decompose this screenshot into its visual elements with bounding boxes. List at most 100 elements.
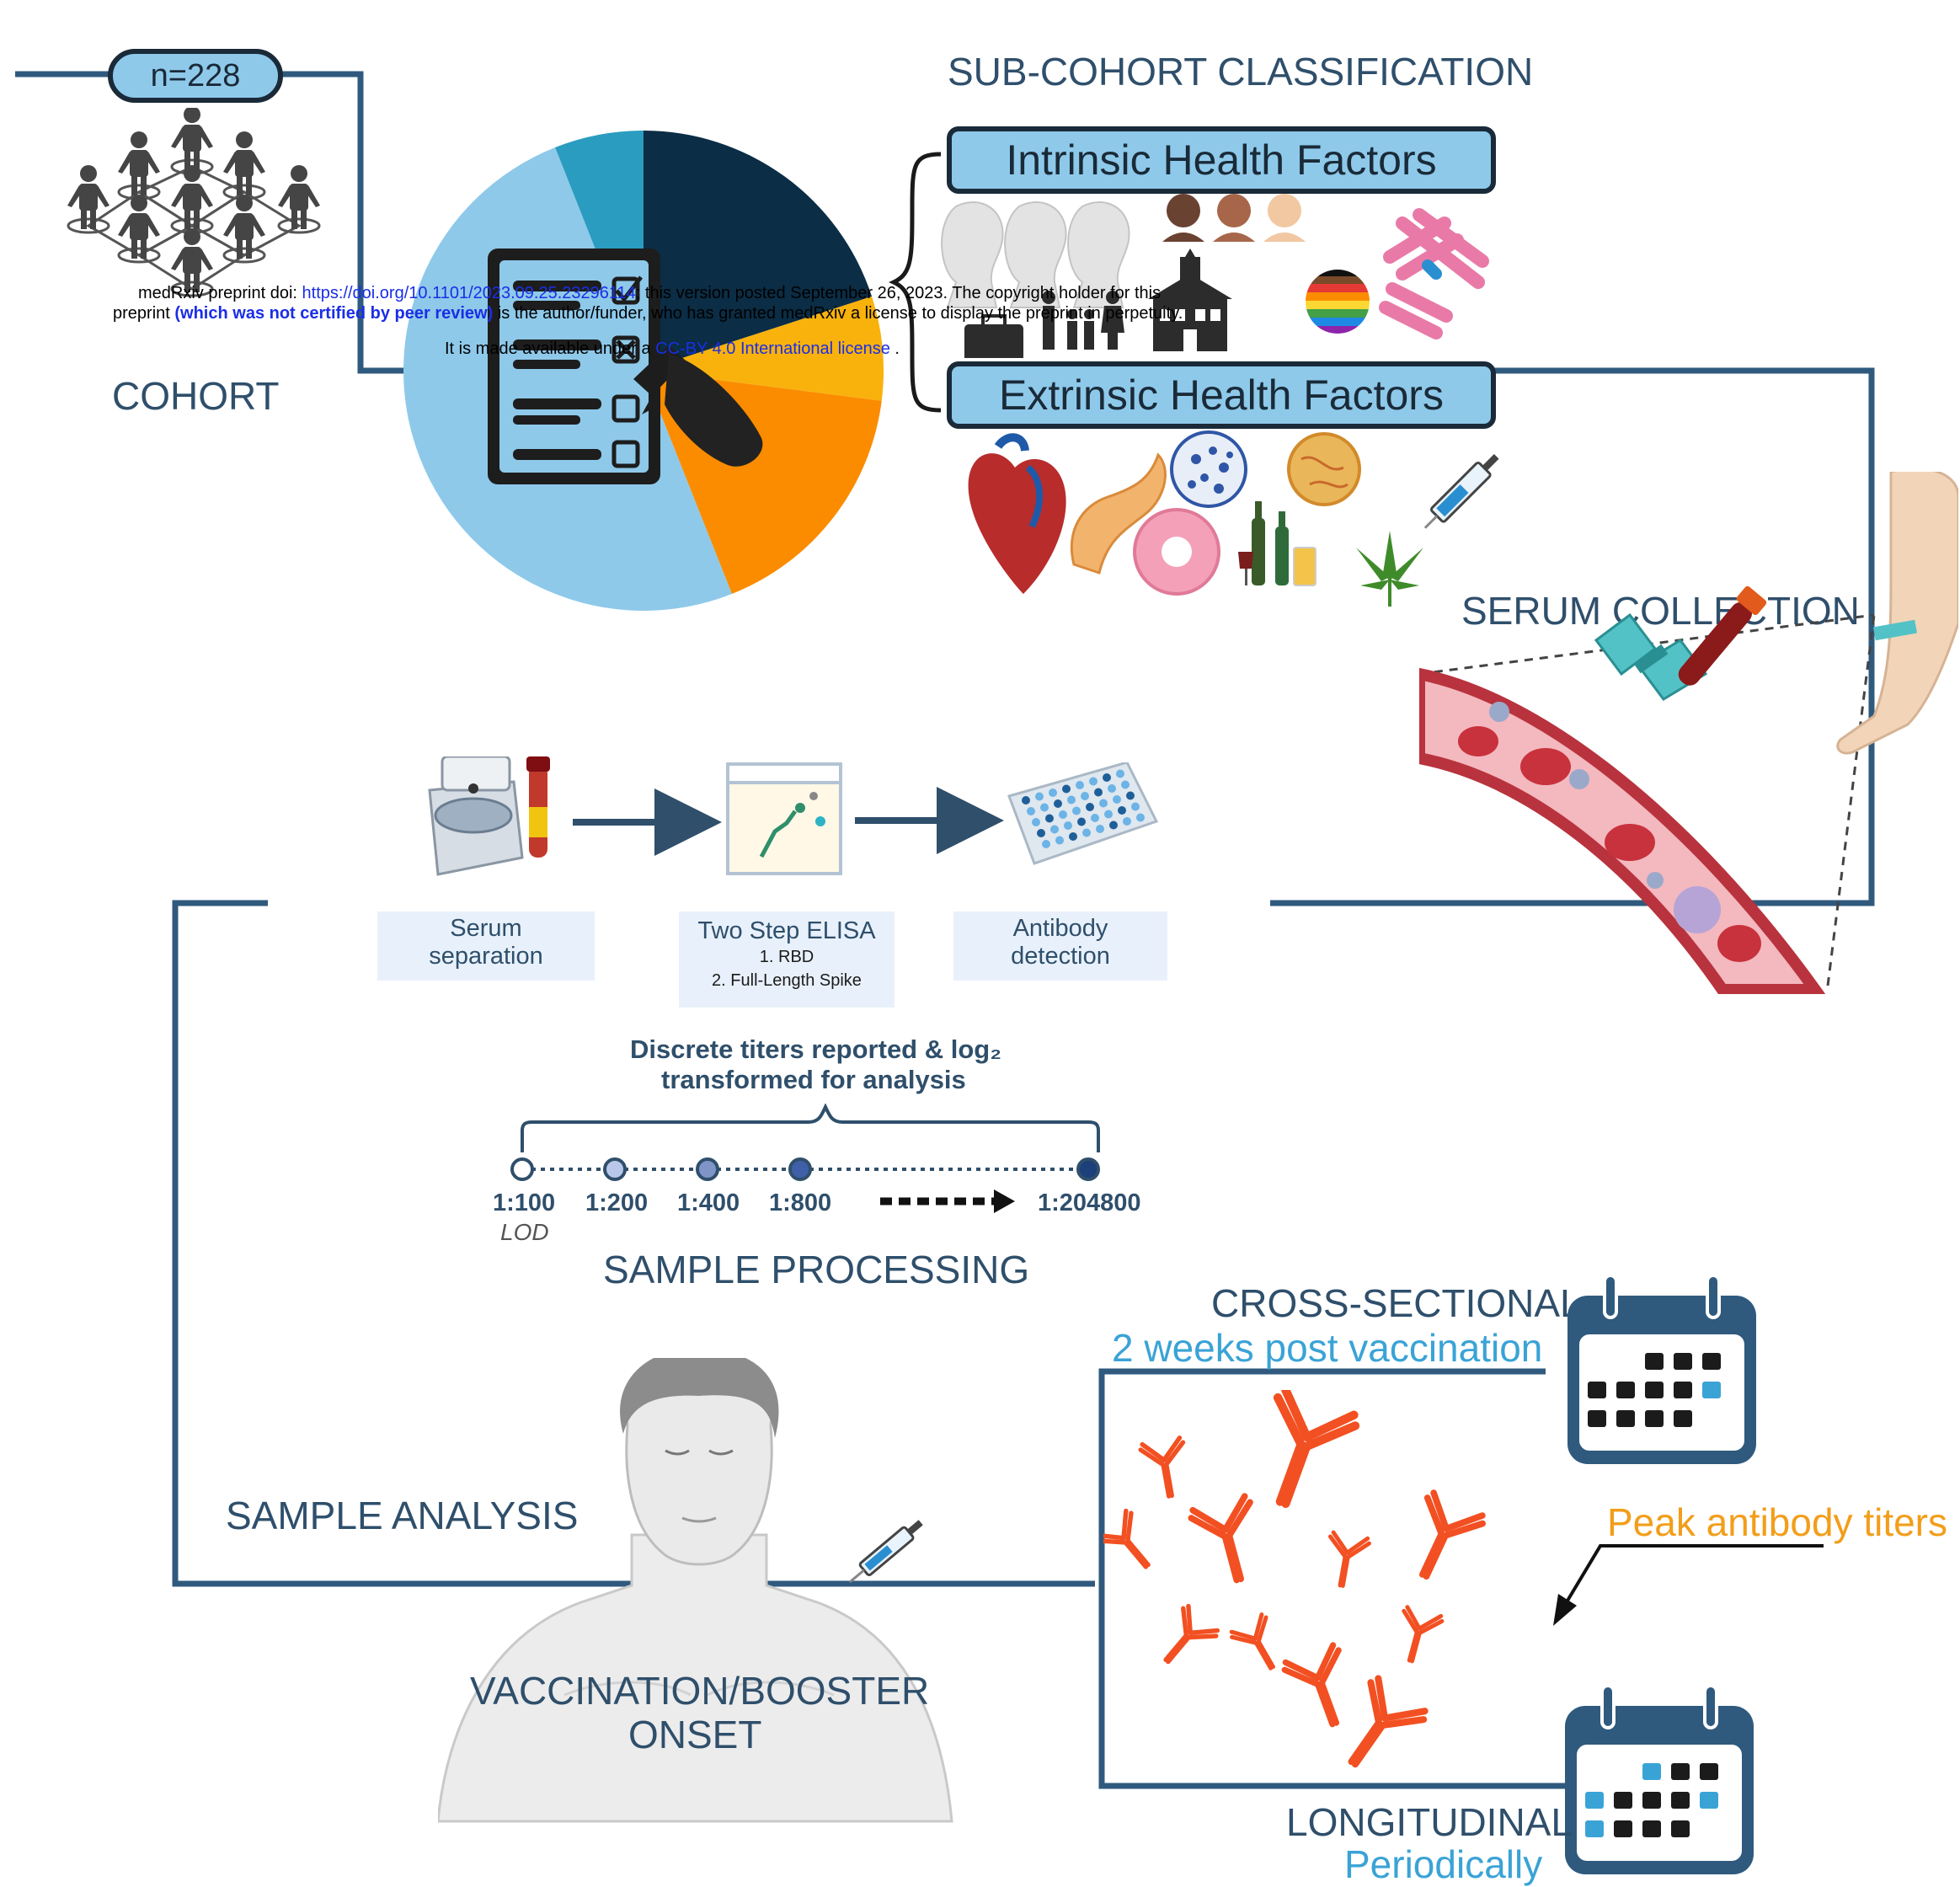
elisa-well-icon bbox=[726, 762, 842, 875]
titer-note-line1: Discrete titers reported & log₂ bbox=[630, 1034, 1001, 1064]
antibody-icon-5 bbox=[1103, 1508, 1151, 1569]
cohort-count-pill: n=228 bbox=[108, 49, 283, 103]
lgbtq-flag-icon bbox=[1306, 270, 1370, 334]
blood-draw-illustration bbox=[1419, 472, 1958, 994]
syringe-icon bbox=[1423, 454, 1499, 529]
titer-dot-3 bbox=[696, 1157, 719, 1181]
step-serum-label-2: separation bbox=[429, 943, 543, 970]
antibody-icon-3 bbox=[1188, 1493, 1253, 1584]
titer-label-5: 1:204800 bbox=[1038, 1189, 1141, 1216]
antibody-icon-9 bbox=[1281, 1642, 1342, 1728]
cells-icon bbox=[1170, 430, 1247, 508]
step-elisa-label: Two Step ELISA bbox=[697, 917, 876, 944]
blood-tube-icon bbox=[1678, 585, 1767, 686]
step-serum-label-1: Serum bbox=[450, 915, 522, 942]
heart-icon bbox=[968, 433, 1066, 594]
vaccine-syringe-icon bbox=[848, 1520, 923, 1584]
alcohol-icon bbox=[1238, 501, 1316, 586]
well-plate-icon bbox=[1007, 762, 1159, 865]
cohort-count-label: n=228 bbox=[150, 57, 241, 94]
notice-line2-bold: (which was not certified by peer review) bbox=[174, 304, 494, 323]
titer-label-3: 1:400 bbox=[677, 1189, 740, 1216]
antibody-field bbox=[1103, 1390, 1487, 1768]
peak-arrow bbox=[1553, 1544, 1824, 1626]
vaccination-line1: VACCINATION/BOOSTER bbox=[470, 1669, 930, 1713]
titer-scale bbox=[510, 1104, 1100, 1213]
vaccination-line2: ONSET bbox=[628, 1713, 762, 1756]
antibody-icon-6 bbox=[1327, 1530, 1371, 1588]
cohort-people-icon bbox=[67, 108, 321, 297]
titer-label-2: 1:200 bbox=[585, 1189, 649, 1216]
step-serum-separation: Serum separation bbox=[377, 911, 595, 981]
step-elisa-sub1: 1. RBD bbox=[759, 948, 814, 966]
titer-dot-4 bbox=[788, 1157, 812, 1181]
titer-continue-arrow bbox=[880, 1189, 1015, 1213]
notice-line3-b: . bbox=[889, 339, 900, 358]
longitudinal-sub: Periodically bbox=[1344, 1842, 1543, 1886]
school-icon bbox=[1148, 249, 1232, 351]
step-elisa: Two Step ELISA 1. RBD 2. Full-Length Spi… bbox=[679, 911, 895, 1008]
checklist-icon bbox=[488, 249, 660, 484]
butterfly-needle-icon bbox=[1594, 612, 1708, 701]
intrinsic-factors-icons bbox=[941, 194, 1489, 358]
preprint-notice-line2: preprint (which was not certified by pee… bbox=[113, 304, 1183, 323]
cohort-title: COHORT bbox=[112, 374, 280, 418]
notice-line3-a: It is made available under a bbox=[445, 339, 656, 358]
pie-slice-1 bbox=[644, 131, 873, 371]
family-icon bbox=[1042, 291, 1124, 350]
step-antibody-label-1: Antibody bbox=[1012, 915, 1108, 942]
notice-line2-b: is the author/funder, who has granted me… bbox=[493, 304, 1183, 323]
virus-icon bbox=[1287, 432, 1361, 506]
lod-label: LOD bbox=[500, 1219, 549, 1245]
notice-line1-a: medRxiv preprint doi: bbox=[138, 284, 302, 302]
person-bust-illustration bbox=[438, 1358, 953, 1823]
cross-sectional-title: CROSS-SECTIONAL bbox=[1211, 1281, 1582, 1325]
serum-collection-title: SERUM COLLECTION bbox=[1461, 589, 1860, 633]
antibody-icon-10 bbox=[1402, 1605, 1445, 1664]
antibody-icon-7 bbox=[1163, 1603, 1220, 1665]
arm-icon bbox=[1836, 472, 1958, 755]
longitudinal-title: LONGITUDINAL bbox=[1286, 1800, 1573, 1844]
cross-sectional-sub: 2 weeks post vaccination bbox=[1112, 1326, 1543, 1370]
cannabis-icon bbox=[1356, 531, 1423, 607]
antibody-icon-11 bbox=[1348, 1675, 1429, 1768]
step-elisa-sub2: 2. Full-Length Spike bbox=[712, 971, 862, 990]
step-antibody-detection: Antibody detection bbox=[953, 911, 1167, 981]
centrifuge-icon bbox=[428, 756, 550, 876]
peak-antibody-label: Peak antibody titers bbox=[1607, 1500, 1948, 1544]
classification-title: SUB-COHORT CLASSIFICATION bbox=[948, 50, 1534, 94]
titer-label-4: 1:800 bbox=[769, 1189, 832, 1216]
extrinsic-factors-pill: Extrinsic Health Factors bbox=[947, 361, 1496, 429]
intrinsic-factors-label: Intrinsic Health Factors bbox=[1006, 136, 1437, 184]
antibody-icon-4 bbox=[1418, 1489, 1487, 1580]
antibody-icon-1 bbox=[1273, 1390, 1360, 1509]
preprint-notice-line1: medRxiv preprint doi: https://doi.org/10… bbox=[138, 284, 1161, 303]
sample-analysis-title: SAMPLE ANALYSIS bbox=[226, 1494, 579, 1537]
preprint-notice-line3: It is made available under a CC-BY 4.0 I… bbox=[445, 339, 900, 359]
titer-label-1: 1:100 bbox=[493, 1189, 556, 1216]
intrinsic-factors-pill: Intrinsic Health Factors bbox=[947, 126, 1496, 194]
ethnicity-icon bbox=[1162, 194, 1306, 242]
process-arrows bbox=[573, 787, 1004, 856]
titer-note-line2: transformed for analysis bbox=[661, 1065, 966, 1094]
doi-link[interactable]: https://doi.org/10.1101/2023.09.25.23296… bbox=[302, 284, 636, 302]
antibody-icon-2 bbox=[1138, 1435, 1186, 1499]
calendar-longitudinal-icon bbox=[1565, 1684, 1754, 1874]
antibody-icon-8 bbox=[1229, 1612, 1275, 1671]
notice-line2-a: preprint bbox=[113, 304, 175, 323]
titer-dot-1 bbox=[510, 1157, 534, 1181]
classification-brace bbox=[889, 152, 942, 413]
step-antibody-label-2: detection bbox=[1011, 943, 1110, 970]
donut-icon bbox=[1133, 508, 1220, 596]
extrinsic-factors-label: Extrinsic Health Factors bbox=[999, 372, 1444, 419]
income-icon bbox=[964, 314, 1023, 358]
titer-dot-2 bbox=[603, 1157, 627, 1181]
age-heads-icon bbox=[941, 201, 1130, 308]
pancreas-icon bbox=[1070, 452, 1167, 575]
license-link[interactable]: CC-BY 4.0 International license bbox=[655, 339, 890, 358]
extrinsic-factors-icons bbox=[968, 430, 1499, 607]
sub-cohort-pie-chart bbox=[403, 131, 884, 612]
notice-line1-b: ; this version posted September 26, 2023… bbox=[635, 284, 1162, 302]
chromosome-icon bbox=[1379, 208, 1489, 339]
